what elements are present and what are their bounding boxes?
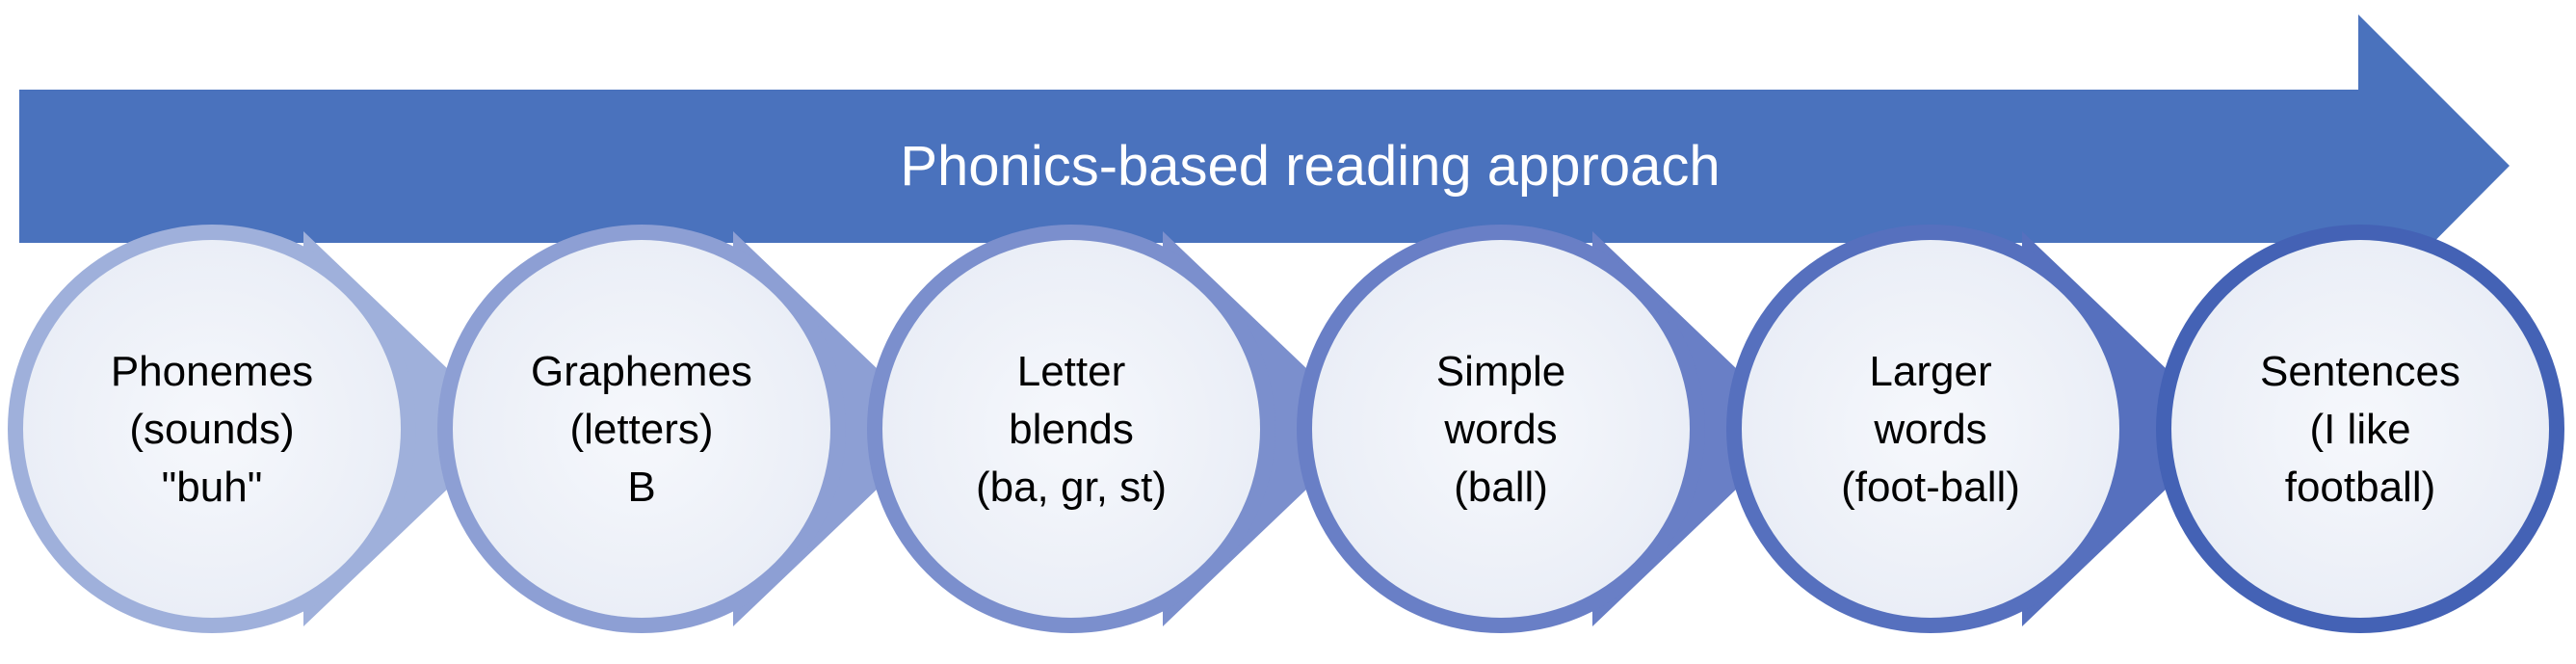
step-2: Graphemes (letters) B (437, 225, 940, 633)
step-label-line: Simple (1436, 348, 1566, 395)
step-label-line: words (1873, 406, 1986, 453)
step-label-line: "buh" (162, 464, 263, 511)
step-circle (882, 240, 1260, 618)
step-label-line: football) (2285, 464, 2436, 511)
step-label-line: Phonemes (111, 348, 313, 395)
step-5: Larger words (foot-ball) (1726, 225, 2229, 633)
step-label-line: (foot-ball) (1841, 464, 2020, 511)
step-label-line: Graphemes (531, 348, 752, 395)
step-label-line: (I like (2309, 406, 2410, 453)
step-label-line: (ball) (1454, 464, 1548, 511)
step-label-line: blends (1009, 406, 1134, 453)
step-label-line: words (1443, 406, 1557, 453)
step-circle (23, 240, 401, 618)
step-label-line: Sentences (2260, 348, 2460, 395)
step-3: Letter blends (ba, gr, st) (867, 225, 1370, 633)
step-label-line: Larger (1869, 348, 1991, 395)
step-circle (1312, 240, 1690, 618)
step-4: Simple words (ball) (1297, 225, 1800, 633)
steps-layer: Phonemes (sounds) "buh" Graphemes (letters) B… (8, 225, 2564, 633)
step-label-line: B (627, 464, 655, 511)
step-label-line: (letters) (569, 406, 713, 453)
step-6: Sentences (I like football) (2156, 225, 2564, 633)
step-circle (453, 240, 830, 618)
step-label-line: (sounds) (129, 406, 294, 453)
banner-title: Phonics-based reading approach (900, 135, 1720, 198)
step-1: Phonemes (sounds) "buh" (8, 225, 511, 633)
step-circle (2171, 240, 2549, 618)
step-label-line: Letter (1017, 348, 1126, 395)
step-circle (1742, 240, 2119, 618)
step-label-line: (ba, gr, st) (976, 464, 1167, 511)
